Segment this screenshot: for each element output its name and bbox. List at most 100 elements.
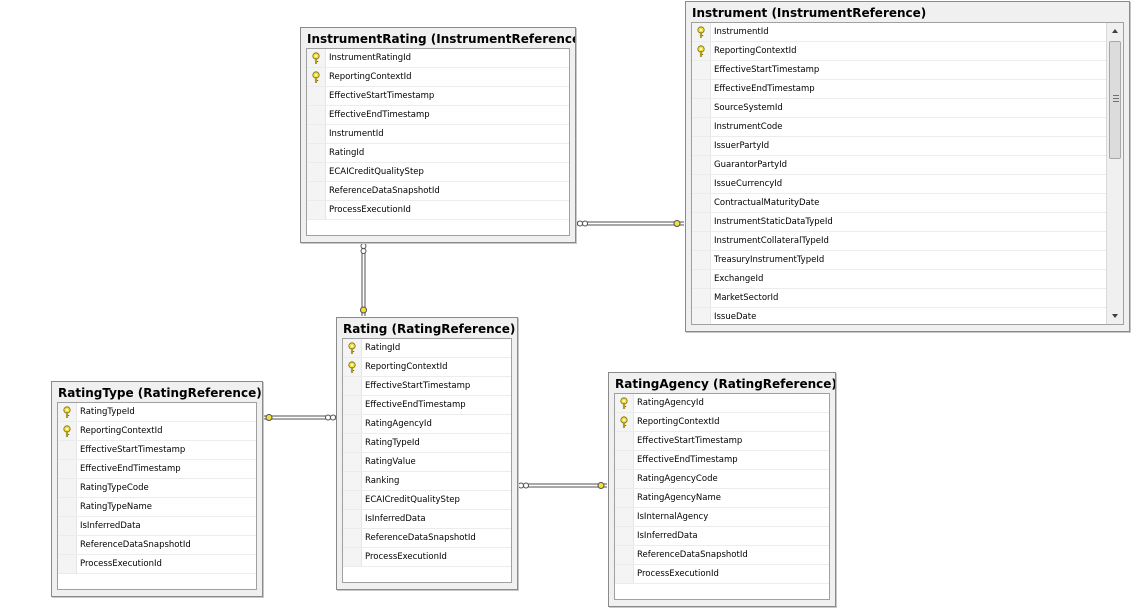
row-selector[interactable] <box>343 510 362 528</box>
row-selector[interactable] <box>58 498 77 516</box>
column-row[interactable]: ProcessExecutionId <box>307 201 569 220</box>
row-selector[interactable] <box>692 61 711 79</box>
row-selector[interactable] <box>615 508 634 526</box>
table-title[interactable]: Instrument (InstrumentReference) <box>692 6 927 20</box>
row-selector[interactable] <box>343 529 362 547</box>
column-row[interactable]: EffectiveStartTimestamp <box>615 432 829 451</box>
column-row[interactable]: ReferenceDataSnapshotId <box>343 529 511 548</box>
row-selector[interactable] <box>692 308 711 324</box>
column-row[interactable]: ReferenceDataSnapshotId <box>615 546 829 565</box>
row-selector[interactable] <box>343 396 362 414</box>
column-row[interactable]: ContractualMaturityDate <box>692 194 1106 213</box>
column-row[interactable]: ReportingContextId <box>58 422 256 441</box>
column-row[interactable]: MarketSectorId <box>692 289 1106 308</box>
row-selector[interactable] <box>307 144 326 162</box>
column-row[interactable]: EffectiveEndTimestamp <box>307 106 569 125</box>
column-row[interactable]: EffectiveEndTimestamp <box>58 460 256 479</box>
table-ratingagency[interactable]: RatingAgency (RatingReference) RatingAge… <box>608 372 836 607</box>
row-selector[interactable] <box>343 491 362 509</box>
column-row[interactable]: SourceSystemId <box>692 99 1106 118</box>
row-selector[interactable] <box>58 422 77 440</box>
relationship-instrumentrating-instrument[interactable] <box>576 220 684 227</box>
table-instrument[interactable]: Instrument (InstrumentReference) Instrum… <box>685 1 1130 332</box>
column-row[interactable]: ProcessExecutionId <box>58 555 256 574</box>
table-title[interactable]: RatingType (RatingReference) <box>58 386 262 400</box>
column-row[interactable]: InstrumentRatingId <box>307 49 569 68</box>
column-row[interactable]: RatingAgencyId <box>343 415 511 434</box>
row-selector[interactable] <box>692 156 711 174</box>
row-selector[interactable] <box>307 201 326 219</box>
table-title[interactable]: RatingAgency (RatingReference) <box>615 377 835 391</box>
column-row[interactable]: EffectiveStartTimestamp <box>58 441 256 460</box>
column-row[interactable]: IssueCurrencyId <box>692 175 1106 194</box>
column-row[interactable]: IsInferredData <box>615 527 829 546</box>
row-selector[interactable] <box>692 270 711 288</box>
row-selector[interactable] <box>692 80 711 98</box>
scroll-up-arrow-icon[interactable] <box>1110 26 1120 36</box>
column-row[interactable]: EffectiveStartTimestamp <box>307 87 569 106</box>
row-selector[interactable] <box>692 42 711 60</box>
table-title[interactable]: Rating (RatingReference) <box>343 322 516 336</box>
row-selector[interactable] <box>615 565 634 583</box>
column-row[interactable]: ReportingContextId <box>343 358 511 377</box>
row-selector[interactable] <box>615 451 634 469</box>
row-selector[interactable] <box>692 251 711 269</box>
row-selector[interactable] <box>692 213 711 231</box>
row-selector[interactable] <box>692 118 711 136</box>
column-row[interactable]: EffectiveEndTimestamp <box>343 396 511 415</box>
row-selector[interactable] <box>307 87 326 105</box>
column-row[interactable]: EffectiveEndTimestamp <box>692 80 1106 99</box>
column-row[interactable]: ExchangeId <box>692 270 1106 289</box>
row-selector[interactable] <box>343 377 362 395</box>
row-selector[interactable] <box>343 415 362 433</box>
column-row[interactable]: TreasuryInstrumentTypeId <box>692 251 1106 270</box>
column-row[interactable]: ECAICreditQualityStep <box>307 163 569 182</box>
column-row[interactable]: RatingTypeName <box>58 498 256 517</box>
row-selector[interactable] <box>692 194 711 212</box>
column-row[interactable]: IssueDate <box>692 308 1106 324</box>
column-row[interactable]: RatingAgencyId <box>615 394 829 413</box>
column-row[interactable]: RatingTypeId <box>58 403 256 422</box>
column-row[interactable]: IsInferredData <box>343 510 511 529</box>
column-row[interactable]: ProcessExecutionId <box>343 548 511 567</box>
column-row[interactable]: InstrumentId <box>307 125 569 144</box>
column-row[interactable]: RatingAgencyName <box>615 489 829 508</box>
column-row[interactable]: ReportingContextId <box>692 42 1106 61</box>
column-row[interactable]: EffectiveEndTimestamp <box>615 451 829 470</box>
relationship-rating-ratingtype[interactable] <box>262 414 336 421</box>
row-selector[interactable] <box>615 527 634 545</box>
row-selector[interactable] <box>307 49 326 67</box>
column-row[interactable]: InstrumentCode <box>692 118 1106 137</box>
row-selector[interactable] <box>58 479 77 497</box>
row-selector[interactable] <box>307 125 326 143</box>
row-selector[interactable] <box>58 403 77 421</box>
row-selector[interactable] <box>343 548 362 566</box>
row-selector[interactable] <box>58 555 77 573</box>
relationship-rating-ratingagency[interactable] <box>518 482 607 489</box>
row-selector[interactable] <box>58 536 77 554</box>
scroll-down-arrow-icon[interactable] <box>1110 311 1120 321</box>
row-selector[interactable] <box>343 472 362 490</box>
column-row[interactable]: ReportingContextId <box>615 413 829 432</box>
row-selector[interactable] <box>343 434 362 452</box>
row-selector[interactable] <box>307 182 326 200</box>
vertical-scrollbar[interactable] <box>1106 23 1123 324</box>
row-selector[interactable] <box>343 339 362 357</box>
row-selector[interactable] <box>615 394 634 412</box>
column-row[interactable]: EffectiveStartTimestamp <box>343 377 511 396</box>
row-selector[interactable] <box>692 23 711 41</box>
column-row[interactable]: InstrumentId <box>692 23 1106 42</box>
column-row[interactable]: RatingValue <box>343 453 511 472</box>
relationship-instrumentrating-rating[interactable] <box>360 242 367 316</box>
column-row[interactable]: Ranking <box>343 472 511 491</box>
column-row[interactable]: ReferenceDataSnapshotId <box>58 536 256 555</box>
column-row[interactable]: IsInferredData <box>58 517 256 536</box>
column-row[interactable]: EffectiveStartTimestamp <box>692 61 1106 80</box>
row-selector[interactable] <box>692 99 711 117</box>
row-selector[interactable] <box>307 68 326 86</box>
column-row[interactable]: ReportingContextId <box>307 68 569 87</box>
row-selector[interactable] <box>58 460 77 478</box>
row-selector[interactable] <box>307 106 326 124</box>
row-selector[interactable] <box>343 358 362 376</box>
row-selector[interactable] <box>615 546 634 564</box>
